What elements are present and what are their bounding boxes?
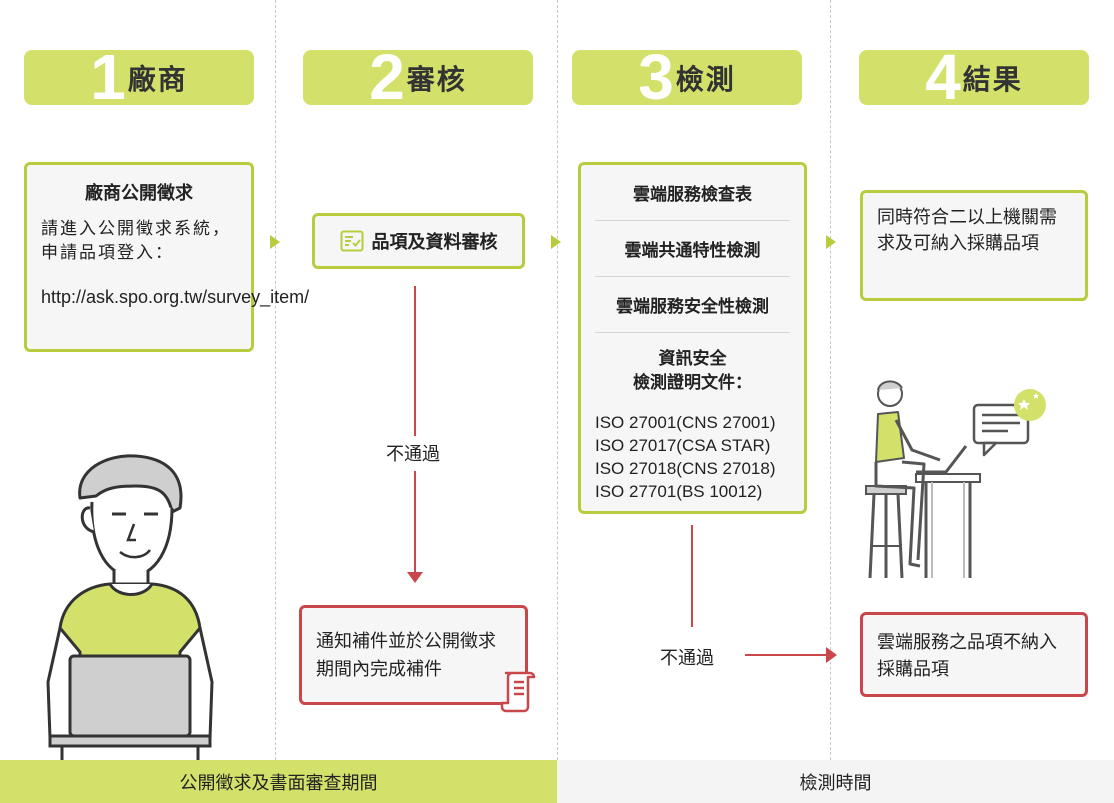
step-header-3: 3 檢測 (572, 45, 802, 109)
iso-item: ISO 27701(BS 10012) (595, 482, 763, 501)
document-scroll-icon (500, 671, 536, 713)
iso-item: ISO 27018(CNS 27018) (595, 459, 776, 478)
fail-label-review: 不通過 (386, 444, 440, 465)
footer-right-label: 檢測時間 (799, 772, 872, 794)
footer-request-period: 公開徵求及書面審查期間 (0, 760, 557, 803)
step-number: 4 (925, 40, 961, 113)
step-header-1: 1 廠商 (24, 45, 254, 109)
woman-laptop-illustration (865, 380, 981, 579)
step-label: 審核 (406, 62, 467, 96)
step-label: 廠商 (127, 62, 188, 96)
flow-arrow-right (270, 235, 280, 249)
step-number: 3 (638, 40, 674, 113)
pass-result-box: 同時符合二以上機關需求及可納入採購品項 (860, 190, 1088, 301)
step-label: 結果 (962, 62, 1023, 96)
fail-arrow-right (691, 525, 837, 663)
step-header-4: 4 結果 (859, 45, 1089, 109)
column-divider (830, 0, 831, 760)
doc-title-line: 檢測證明文件： (633, 373, 752, 393)
chat-bubble-icon (972, 389, 1046, 457)
review-box-title: 品項及資料審核 (371, 232, 498, 253)
vendor-request-box: 廠商公開徵求 請進入公開徵求系統，申請品項登入： http://ask.spo.… (24, 162, 310, 352)
iso-item: ISO 27017(CSA STAR) (595, 436, 771, 455)
flow-arrow-right (551, 235, 561, 249)
supplement-text: 通知補件並於公開徵求期間內完成補件 (316, 631, 496, 680)
column-divider (557, 0, 558, 760)
vendor-box-url[interactable]: http://ask.spo.org.tw/survey_item/ (41, 287, 310, 307)
doc-title: 資訊安全 檢測證明文件： (595, 347, 790, 395)
reject-result-box: 雲端服務之品項不納入採購品項 (860, 612, 1088, 697)
doc-title-line: 資訊安全 (658, 349, 727, 369)
column-divider (275, 0, 276, 760)
vendor-box-title: 廠商公開徵求 (85, 183, 193, 204)
test-item: 雲端共通特性檢測 (595, 221, 790, 277)
iso-list: ISO 27001(CNS 27001) ISO 27017(CSA STAR)… (595, 411, 790, 503)
step-label: 檢測 (675, 62, 736, 96)
test-box: 雲端服務檢查表 雲端共通特性檢測 雲端服務安全性檢測 資訊安全 檢測證明文件： … (578, 162, 807, 514)
step-number: 1 (90, 40, 126, 113)
test-item: 雲端服務檢查表 (595, 165, 790, 221)
vendor-box-text: 請進入公開徵求系統，申請品項登入： (41, 219, 231, 263)
fail-label-test: 不通過 (660, 648, 714, 669)
reject-result-text: 雲端服務之品項不納入採購品項 (877, 632, 1057, 680)
checklist-icon (340, 230, 363, 252)
footer-left-label: 公開徵求及書面審查期間 (179, 772, 378, 794)
fail-arrow-down (407, 286, 423, 583)
test-item: 雲端服務安全性檢測 (595, 277, 790, 333)
footer-test-period: 檢測時間 (557, 760, 1114, 803)
supplement-box: 通知補件並於公開徵求期間內完成補件 (299, 605, 528, 705)
step-header-2: 2 審核 (303, 45, 533, 109)
flow-arrow-right (826, 235, 836, 249)
review-box: 品項及資料審核 (312, 213, 525, 269)
pass-result-text: 同時符合二以上機關需求及可納入採購品項 (877, 207, 1057, 254)
vendor-person-illustration (46, 454, 214, 760)
step-number: 2 (369, 40, 405, 113)
iso-item: ISO 27001(CNS 27001) (595, 413, 776, 432)
